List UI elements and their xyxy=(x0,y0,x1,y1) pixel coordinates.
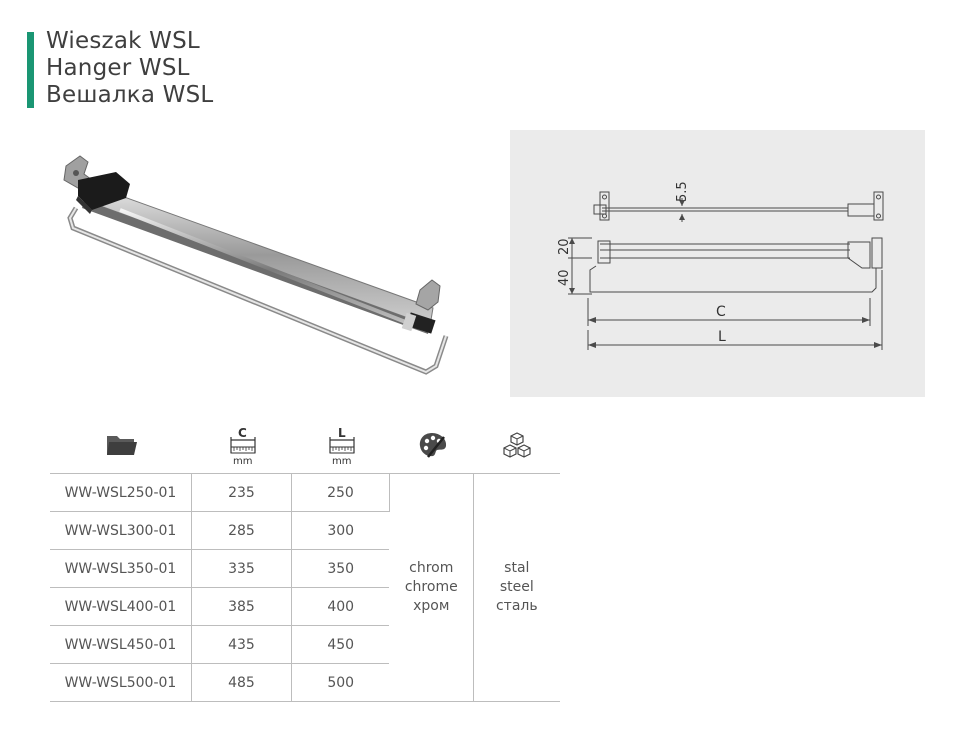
dimension-l-icon: L mm xyxy=(312,423,372,471)
page-titles: Wieszak WSL Hanger WSL Вешалка WSL xyxy=(46,28,213,109)
cell-c: 235 xyxy=(191,473,292,512)
dim-c: C xyxy=(716,304,726,320)
dim-5-5: 5.5 xyxy=(675,181,690,202)
l-letter: L xyxy=(338,426,346,440)
finish-en: chrome xyxy=(404,579,458,595)
material-en: steel xyxy=(499,579,534,595)
cell-code: WW-WSL450-01 xyxy=(50,625,192,664)
title-pl: Wieszak WSL xyxy=(46,28,200,54)
title-en: Hanger WSL xyxy=(46,55,190,81)
cell-c: 285 xyxy=(191,511,292,550)
technical-drawing: 5.5 20 40 C L xyxy=(510,130,925,397)
cell-l: 400 xyxy=(291,587,390,626)
spec-table: WW-WSL250-01 235 250 chrom chrome хром s… xyxy=(50,473,560,702)
cell-c: 485 xyxy=(191,663,292,702)
palette-icon xyxy=(419,433,447,458)
material-pl: stal xyxy=(504,560,530,576)
cell-code: WW-WSL250-01 xyxy=(50,473,192,512)
cell-finish: chrom chrome хром xyxy=(389,473,474,702)
dim-l: L xyxy=(718,329,726,345)
dimension-l-svg: L mm xyxy=(329,426,355,467)
cell-l: 350 xyxy=(291,549,390,588)
table-row: WW-WSL400-01 385 400 xyxy=(50,587,560,626)
table-row: WW-WSL250-01 235 250 chrom chrome хром s… xyxy=(50,473,560,702)
folder-icon xyxy=(107,436,137,455)
dimension-c-icon: C mm xyxy=(213,423,273,471)
table-row: WW-WSL450-01 435 450 xyxy=(50,625,560,664)
cell-l: 500 xyxy=(291,663,390,702)
cell-l: 450 xyxy=(291,625,390,664)
table-row: WW-WSL500-01 485 500 xyxy=(50,663,560,702)
cell-c: 335 xyxy=(191,549,292,588)
title-ru: Вешалка WSL xyxy=(46,82,214,108)
title-accent-bar xyxy=(27,32,34,108)
cell-code: WW-WSL500-01 xyxy=(50,663,192,702)
cell-l: 300 xyxy=(291,511,390,550)
cell-code: WW-WSL350-01 xyxy=(50,549,192,588)
table-row: WW-WSL300-01 285 300 xyxy=(50,511,560,550)
spec-table-body: WW-WSL250-01 235 250 chrom chrome хром s… xyxy=(50,473,560,702)
cell-c: 385 xyxy=(191,587,292,626)
cell-material: stal steel сталь xyxy=(473,473,560,702)
dim-40: 40 xyxy=(557,269,572,286)
cell-c: 435 xyxy=(191,625,292,664)
table-header-icons: C mm L mm xyxy=(50,423,560,473)
l-unit: mm xyxy=(332,456,351,467)
finish-ru: хром xyxy=(413,598,450,614)
cell-code: WW-WSL300-01 xyxy=(50,511,192,550)
drawing-svg: 5.5 20 40 C L xyxy=(557,181,884,350)
dim-20: 20 xyxy=(557,238,572,255)
material-ru: сталь xyxy=(495,598,538,614)
finish-pl: chrom xyxy=(409,560,454,576)
c-unit: mm xyxy=(233,456,252,467)
c-letter: C xyxy=(238,426,247,440)
cell-code: WW-WSL400-01 xyxy=(50,587,192,626)
cubes-icon xyxy=(503,432,531,458)
product-photo xyxy=(63,155,449,375)
cell-l: 250 xyxy=(291,473,390,512)
dimension-c-svg: C mm xyxy=(230,426,256,467)
table-row: WW-WSL350-01 335 350 xyxy=(50,549,560,588)
